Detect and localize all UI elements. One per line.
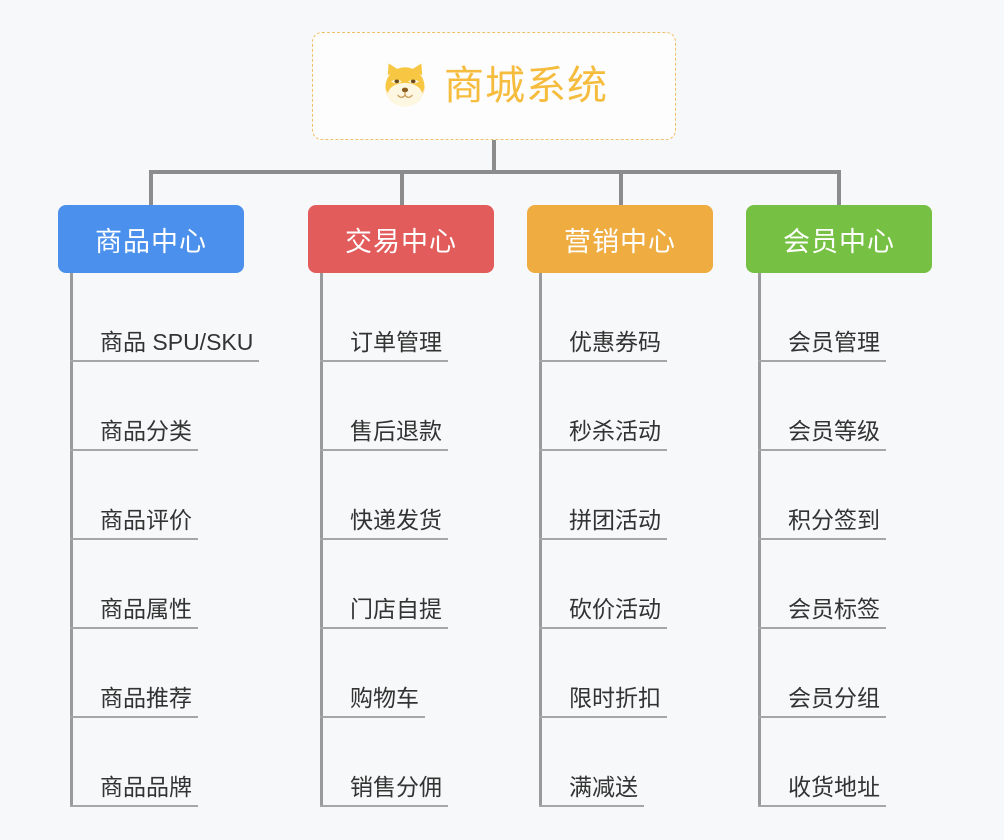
leaf-underline bbox=[539, 627, 667, 629]
leaf-label: 商品评价 bbox=[100, 507, 192, 533]
leaf-underline bbox=[70, 805, 198, 807]
leaf-underline bbox=[320, 538, 448, 540]
column-trunk-line bbox=[70, 273, 73, 807]
leaf-label: 售后退款 bbox=[350, 418, 442, 444]
branch-box-member-center[interactable]: 会员中心 bbox=[746, 205, 932, 273]
dog-face-icon bbox=[380, 61, 430, 111]
leaf-label: 商品推荐 bbox=[100, 685, 192, 711]
leaf-underline bbox=[320, 716, 425, 718]
connector-drop-2 bbox=[400, 170, 404, 207]
leaf-label: 满减送 bbox=[569, 774, 638, 800]
leaf-label: 收货地址 bbox=[788, 774, 880, 800]
leaf-label: 拼团活动 bbox=[569, 507, 661, 533]
leaf-underline bbox=[70, 716, 198, 718]
leaf-label: 砍价活动 bbox=[569, 596, 661, 622]
leaf-label: 门店自提 bbox=[350, 596, 442, 622]
leaf-label: 秒杀活动 bbox=[569, 418, 661, 444]
branch-box-product-center[interactable]: 商品中心 bbox=[58, 205, 244, 273]
leaf-label: 会员分组 bbox=[788, 685, 880, 711]
leaf-underline bbox=[758, 805, 886, 807]
leaf-label: 商品品牌 bbox=[100, 774, 192, 800]
leaf-label: 会员管理 bbox=[788, 329, 880, 355]
leaf-underline bbox=[539, 716, 667, 718]
connector-horizontal-bus bbox=[151, 170, 839, 174]
connector-drop-3 bbox=[619, 170, 623, 207]
branch-label: 会员中心 bbox=[783, 226, 895, 257]
leaf-label: 会员标签 bbox=[788, 596, 880, 622]
leaf-underline bbox=[320, 449, 448, 451]
leaf-label: 商品属性 bbox=[100, 596, 192, 622]
leaf-underline bbox=[758, 716, 886, 718]
leaf-underline bbox=[758, 449, 886, 451]
branch-label: 交易中心 bbox=[345, 226, 457, 257]
leaf-underline bbox=[758, 627, 886, 629]
leaf-underline bbox=[320, 360, 448, 362]
leaf-label: 购物车 bbox=[350, 685, 419, 711]
leaf-underline bbox=[758, 538, 886, 540]
branch-label: 营销中心 bbox=[564, 226, 676, 257]
branch-box-marketing-center[interactable]: 营销中心 bbox=[527, 205, 713, 273]
leaf-underline bbox=[320, 627, 448, 629]
leaf-label: 订单管理 bbox=[350, 329, 442, 355]
branch-label: 商品中心 bbox=[95, 226, 207, 257]
leaf-label: 限时折扣 bbox=[569, 685, 661, 711]
connector-drop-4 bbox=[837, 170, 841, 207]
leaf-label: 快递发货 bbox=[350, 507, 442, 533]
leaf-underline bbox=[539, 538, 667, 540]
leaf-underline bbox=[320, 805, 448, 807]
branch-box-trade-center[interactable]: 交易中心 bbox=[308, 205, 494, 273]
leaf-label: 商品分类 bbox=[100, 418, 192, 444]
leaf-label: 商品 SPU/SKU bbox=[100, 329, 254, 355]
leaf-underline bbox=[539, 360, 667, 362]
leaf-underline bbox=[70, 627, 198, 629]
leaf-underline bbox=[70, 449, 198, 451]
leaf-underline bbox=[539, 449, 667, 451]
leaf-label: 销售分佣 bbox=[350, 774, 442, 800]
leaf-underline bbox=[539, 805, 644, 807]
leaf-label: 会员等级 bbox=[788, 418, 880, 444]
connector-root-stem bbox=[492, 140, 496, 172]
column-trunk-line bbox=[320, 273, 323, 807]
leaf-underline bbox=[70, 360, 259, 362]
column-trunk-line bbox=[539, 273, 542, 807]
column-trunk-line bbox=[758, 273, 761, 807]
root-node[interactable]: 商城系统 bbox=[312, 32, 676, 140]
connector-drop-1 bbox=[149, 170, 153, 207]
leaf-label: 优惠券码 bbox=[569, 329, 661, 355]
leaf-label: 积分签到 bbox=[788, 507, 880, 533]
root-title: 商城系统 bbox=[444, 64, 608, 108]
leaf-underline bbox=[70, 538, 198, 540]
leaf-underline bbox=[758, 360, 886, 362]
